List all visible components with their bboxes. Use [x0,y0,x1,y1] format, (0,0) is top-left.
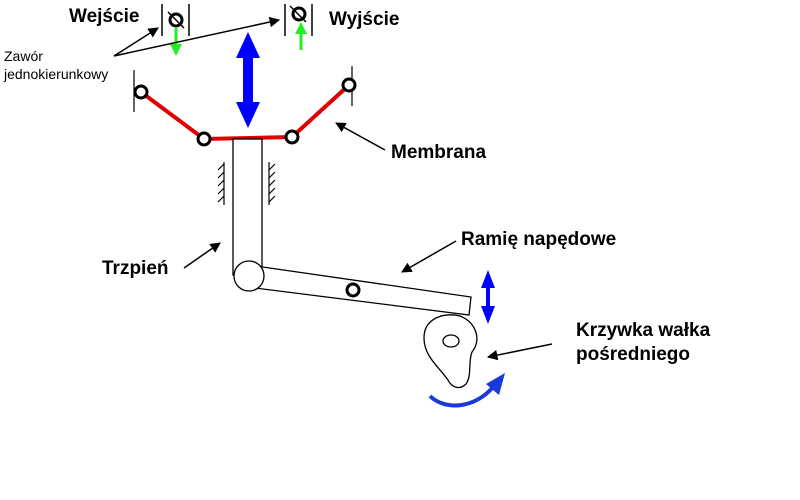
inlet-valve [161,4,190,36]
diaphragm-label: Membrana [391,142,487,163]
cam-label-line1: Krzywka wałka [576,320,711,341]
drive-arm-label: Ramię napędowe [461,229,617,250]
cam-shaft [442,334,460,348]
rod-label: Trzpień [102,258,169,279]
outlet-label: Wyjście [329,9,400,30]
rod [232,138,263,276]
check-valve-label-line1: Zawór [4,48,43,64]
cam [423,314,478,389]
check-valve-label-line2: jednokierunkowy [4,66,109,82]
cam-rotation-arrow [428,373,505,408]
outlet-valve [284,4,313,36]
diaphragm [139,83,351,142]
rod-guide-left [217,162,225,205]
cam-label-line2: pośredniego [576,344,691,365]
inlet-label: Wejście [69,6,140,27]
outlet-flow-arrow [295,22,307,50]
leader-lines [113,16,553,361]
pump-stroke-arrow [236,32,260,128]
arm-motion-arrow [481,270,495,324]
rod-guide-right [268,162,276,205]
rod-arm-joint [233,260,265,292]
arm-pivot [345,282,361,298]
diaphragm-joints [133,77,357,147]
